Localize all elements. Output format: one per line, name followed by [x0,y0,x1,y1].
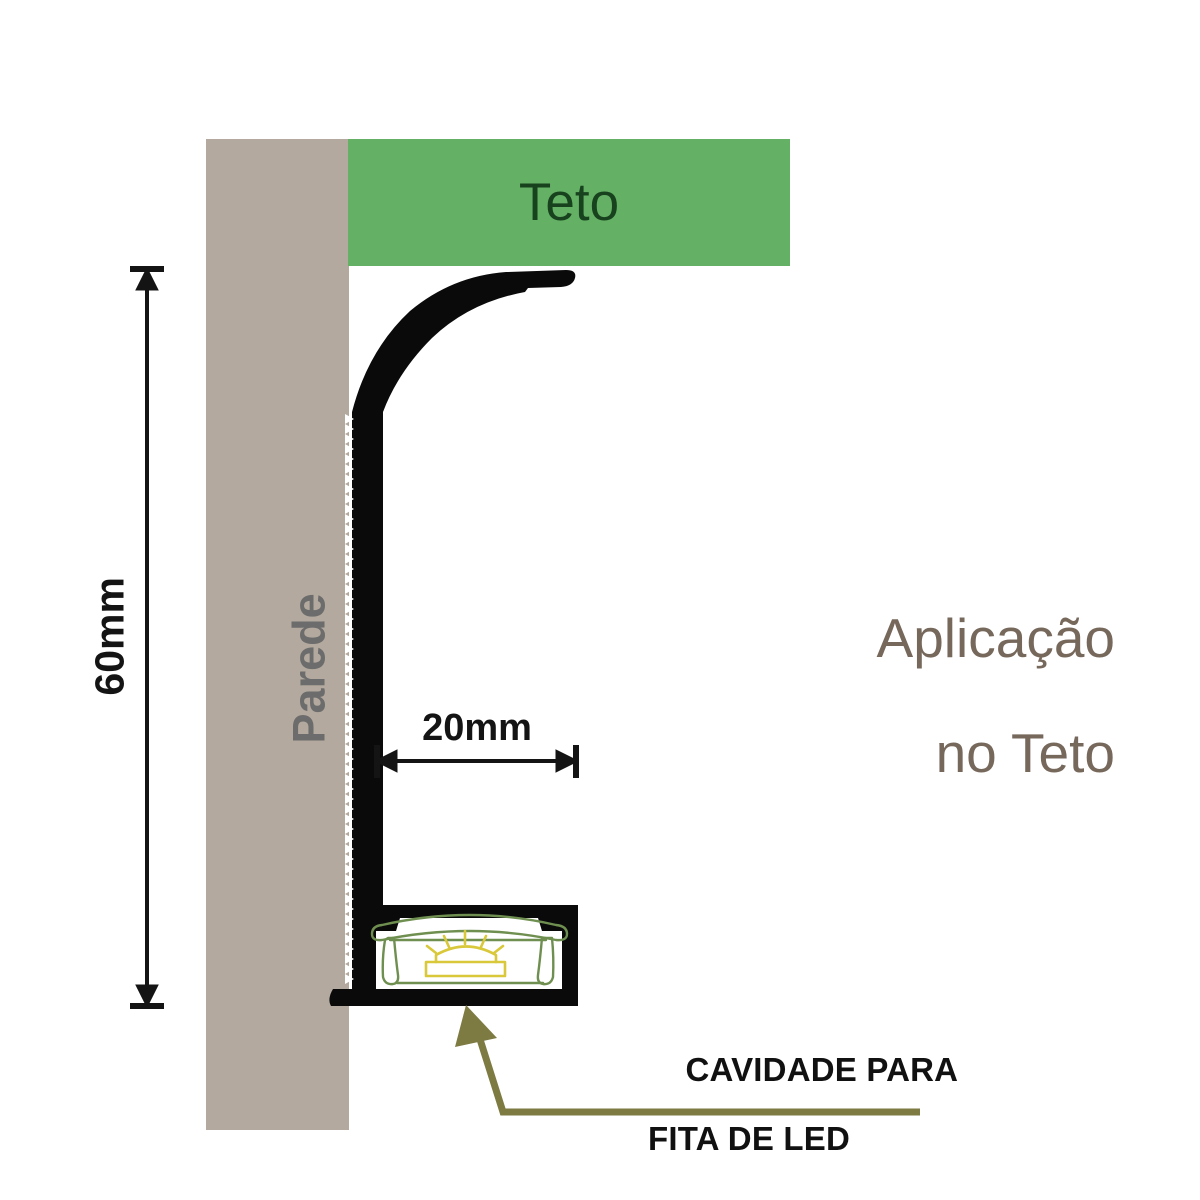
ceiling-block [348,139,790,266]
dimension-horizontal-label: 20mm [422,707,532,749]
callout-label: CAVIDADE PARA FITA DE LED [648,1019,958,1200]
dimension-vertical-60mm [130,266,164,1009]
wall-block [206,139,349,1130]
ceiling-label: Teto [518,173,620,232]
dimension-horizontal-20mm [373,745,580,778]
profile-serrated-edge [345,414,354,984]
headline-line-2: no Teto [935,721,1115,784]
callout-line-1: CAVIDADE PARA [685,1051,959,1089]
headline: Aplicação no Teto [615,553,1115,896]
led-strip-icon [424,929,507,978]
wall-label: Parede [283,593,335,744]
led-profile-body [329,270,578,1006]
dimension-vertical-label: 60mm [86,577,133,696]
headline-line-1: Aplicação [876,607,1115,670]
callout-line-2: FITA DE LED [648,1119,851,1157]
diffuser-lens [370,913,569,986]
callout-arrow-icon [455,1005,920,1116]
